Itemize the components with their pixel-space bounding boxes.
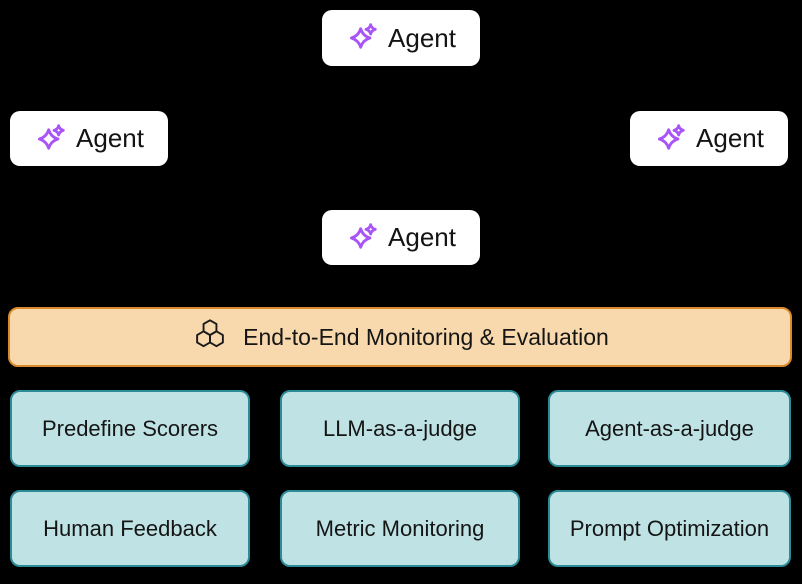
grid-cell-predefine-scorers: Predefine Scorers <box>10 390 250 467</box>
grid-cell-human-feedback: Human Feedback <box>10 490 250 567</box>
agent-label: Agent <box>76 123 144 153</box>
agent-node-left: Agent <box>10 111 168 166</box>
sparkles-icon <box>346 222 378 254</box>
monitoring-evaluation-banner: End-to-End Monitoring & Evaluation <box>8 307 792 367</box>
cell-label: Agent-as-a-judge <box>585 415 754 441</box>
grid-cell-metric-monitoring: Metric Monitoring <box>280 490 520 567</box>
agent-node-top: Agent <box>322 10 480 66</box>
agent-node-right: Agent <box>630 111 788 166</box>
agent-node-center: Agent <box>322 210 480 265</box>
sparkles-icon <box>346 22 378 54</box>
grid-cell-prompt-optimization: Prompt Optimization <box>548 490 791 567</box>
cell-label: Metric Monitoring <box>315 515 485 541</box>
cell-label: LLM-as-a-judge <box>322 415 478 441</box>
cell-label: Human Feedback <box>43 515 217 541</box>
banner-label: End-to-End Monitoring & Evaluation <box>243 323 609 350</box>
sparkles-icon <box>34 123 66 155</box>
grid-cell-agent-as-a-judge: Agent-as-a-judge <box>548 390 791 467</box>
agent-label: Agent <box>696 123 764 153</box>
agent-label: Agent <box>388 222 456 252</box>
honeycomb-icon <box>191 318 229 356</box>
cell-label: Predefine Scorers <box>41 415 219 441</box>
agent-label: Agent <box>388 22 456 53</box>
grid-cell-llm-as-a-judge: LLM-as-a-judge <box>280 390 520 467</box>
cell-label: Prompt Optimization <box>569 515 770 541</box>
sparkles-icon <box>654 123 686 155</box>
